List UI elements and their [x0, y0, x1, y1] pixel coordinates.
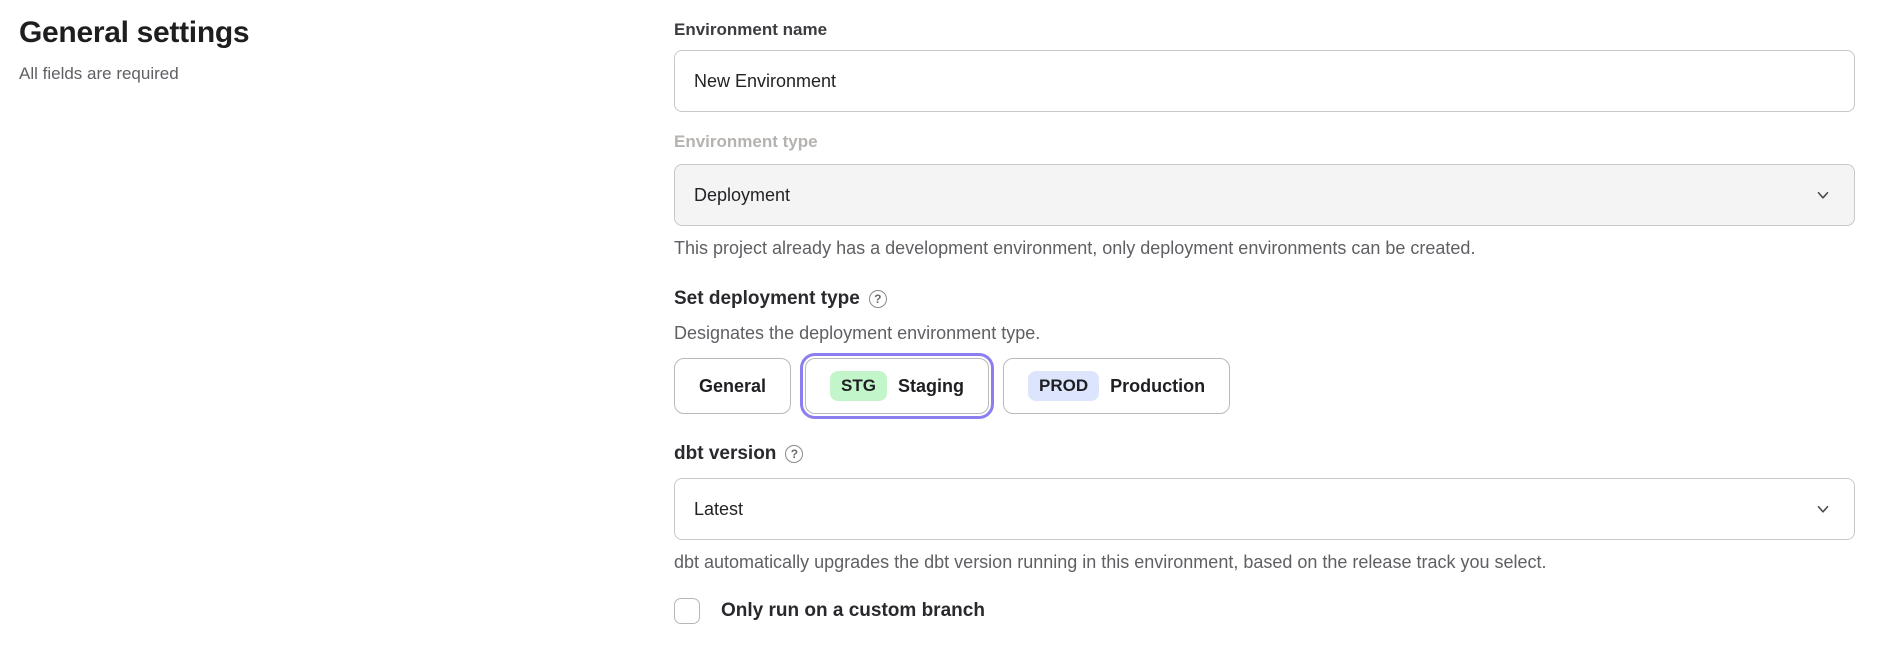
deployment-type-staging-label: Staging — [898, 375, 964, 396]
deployment-type-general-label: General — [699, 375, 767, 396]
custom-branch-label[interactable]: Only run on a custom branch — [721, 600, 985, 621]
page-title: General settings — [19, 16, 250, 49]
environment-type-value: Deployment — [694, 184, 791, 205]
chevron-down-icon — [1814, 500, 1832, 518]
dbt-version-heading: dbt version ? — [674, 441, 1855, 467]
deployment-type-general-button[interactable]: General — [674, 358, 792, 414]
general-settings-form: Environment name Environment type Deploy… — [674, 0, 1855, 624]
environment-type-helper: This project already has a development e… — [674, 238, 1476, 258]
page-subtitle: All fields are required — [19, 64, 179, 83]
production-badge: PROD — [1028, 371, 1100, 401]
custom-branch-checkbox[interactable] — [674, 598, 700, 624]
environment-type-select: Deployment — [674, 164, 1855, 226]
dbt-version-helper: dbt automatically upgrades the dbt versi… — [674, 552, 1547, 572]
deployment-type-description: Designates the deployment environment ty… — [674, 323, 1041, 343]
chevron-down-icon — [1814, 186, 1832, 204]
help-icon[interactable]: ? — [868, 290, 887, 308]
dbt-version-select[interactable]: Latest — [674, 478, 1855, 540]
staging-badge: STG — [830, 371, 887, 401]
deployment-type-staging-button[interactable]: STG Staging — [800, 353, 994, 419]
dbt-version-value: Latest — [694, 498, 744, 519]
settings-intro: General settings All fields are required — [19, 14, 539, 85]
custom-branch-row: Only run on a custom branch — [674, 598, 1855, 624]
deployment-type-heading-text: Set deployment type — [674, 288, 860, 309]
help-icon[interactable]: ? — [785, 445, 804, 463]
deployment-type-options: General STG Staging PROD Production — [674, 353, 1855, 419]
environment-type-label: Environment type — [674, 132, 818, 151]
deployment-type-heading: Set deployment type ? — [674, 286, 1855, 312]
dbt-version-heading-text: dbt version — [674, 443, 777, 464]
deployment-type-production-button[interactable]: PROD Production — [1003, 358, 1231, 414]
environment-name-input[interactable] — [674, 50, 1855, 112]
environment-name-label: Environment name — [674, 20, 828, 39]
deployment-type-production-label: Production — [1110, 375, 1206, 396]
